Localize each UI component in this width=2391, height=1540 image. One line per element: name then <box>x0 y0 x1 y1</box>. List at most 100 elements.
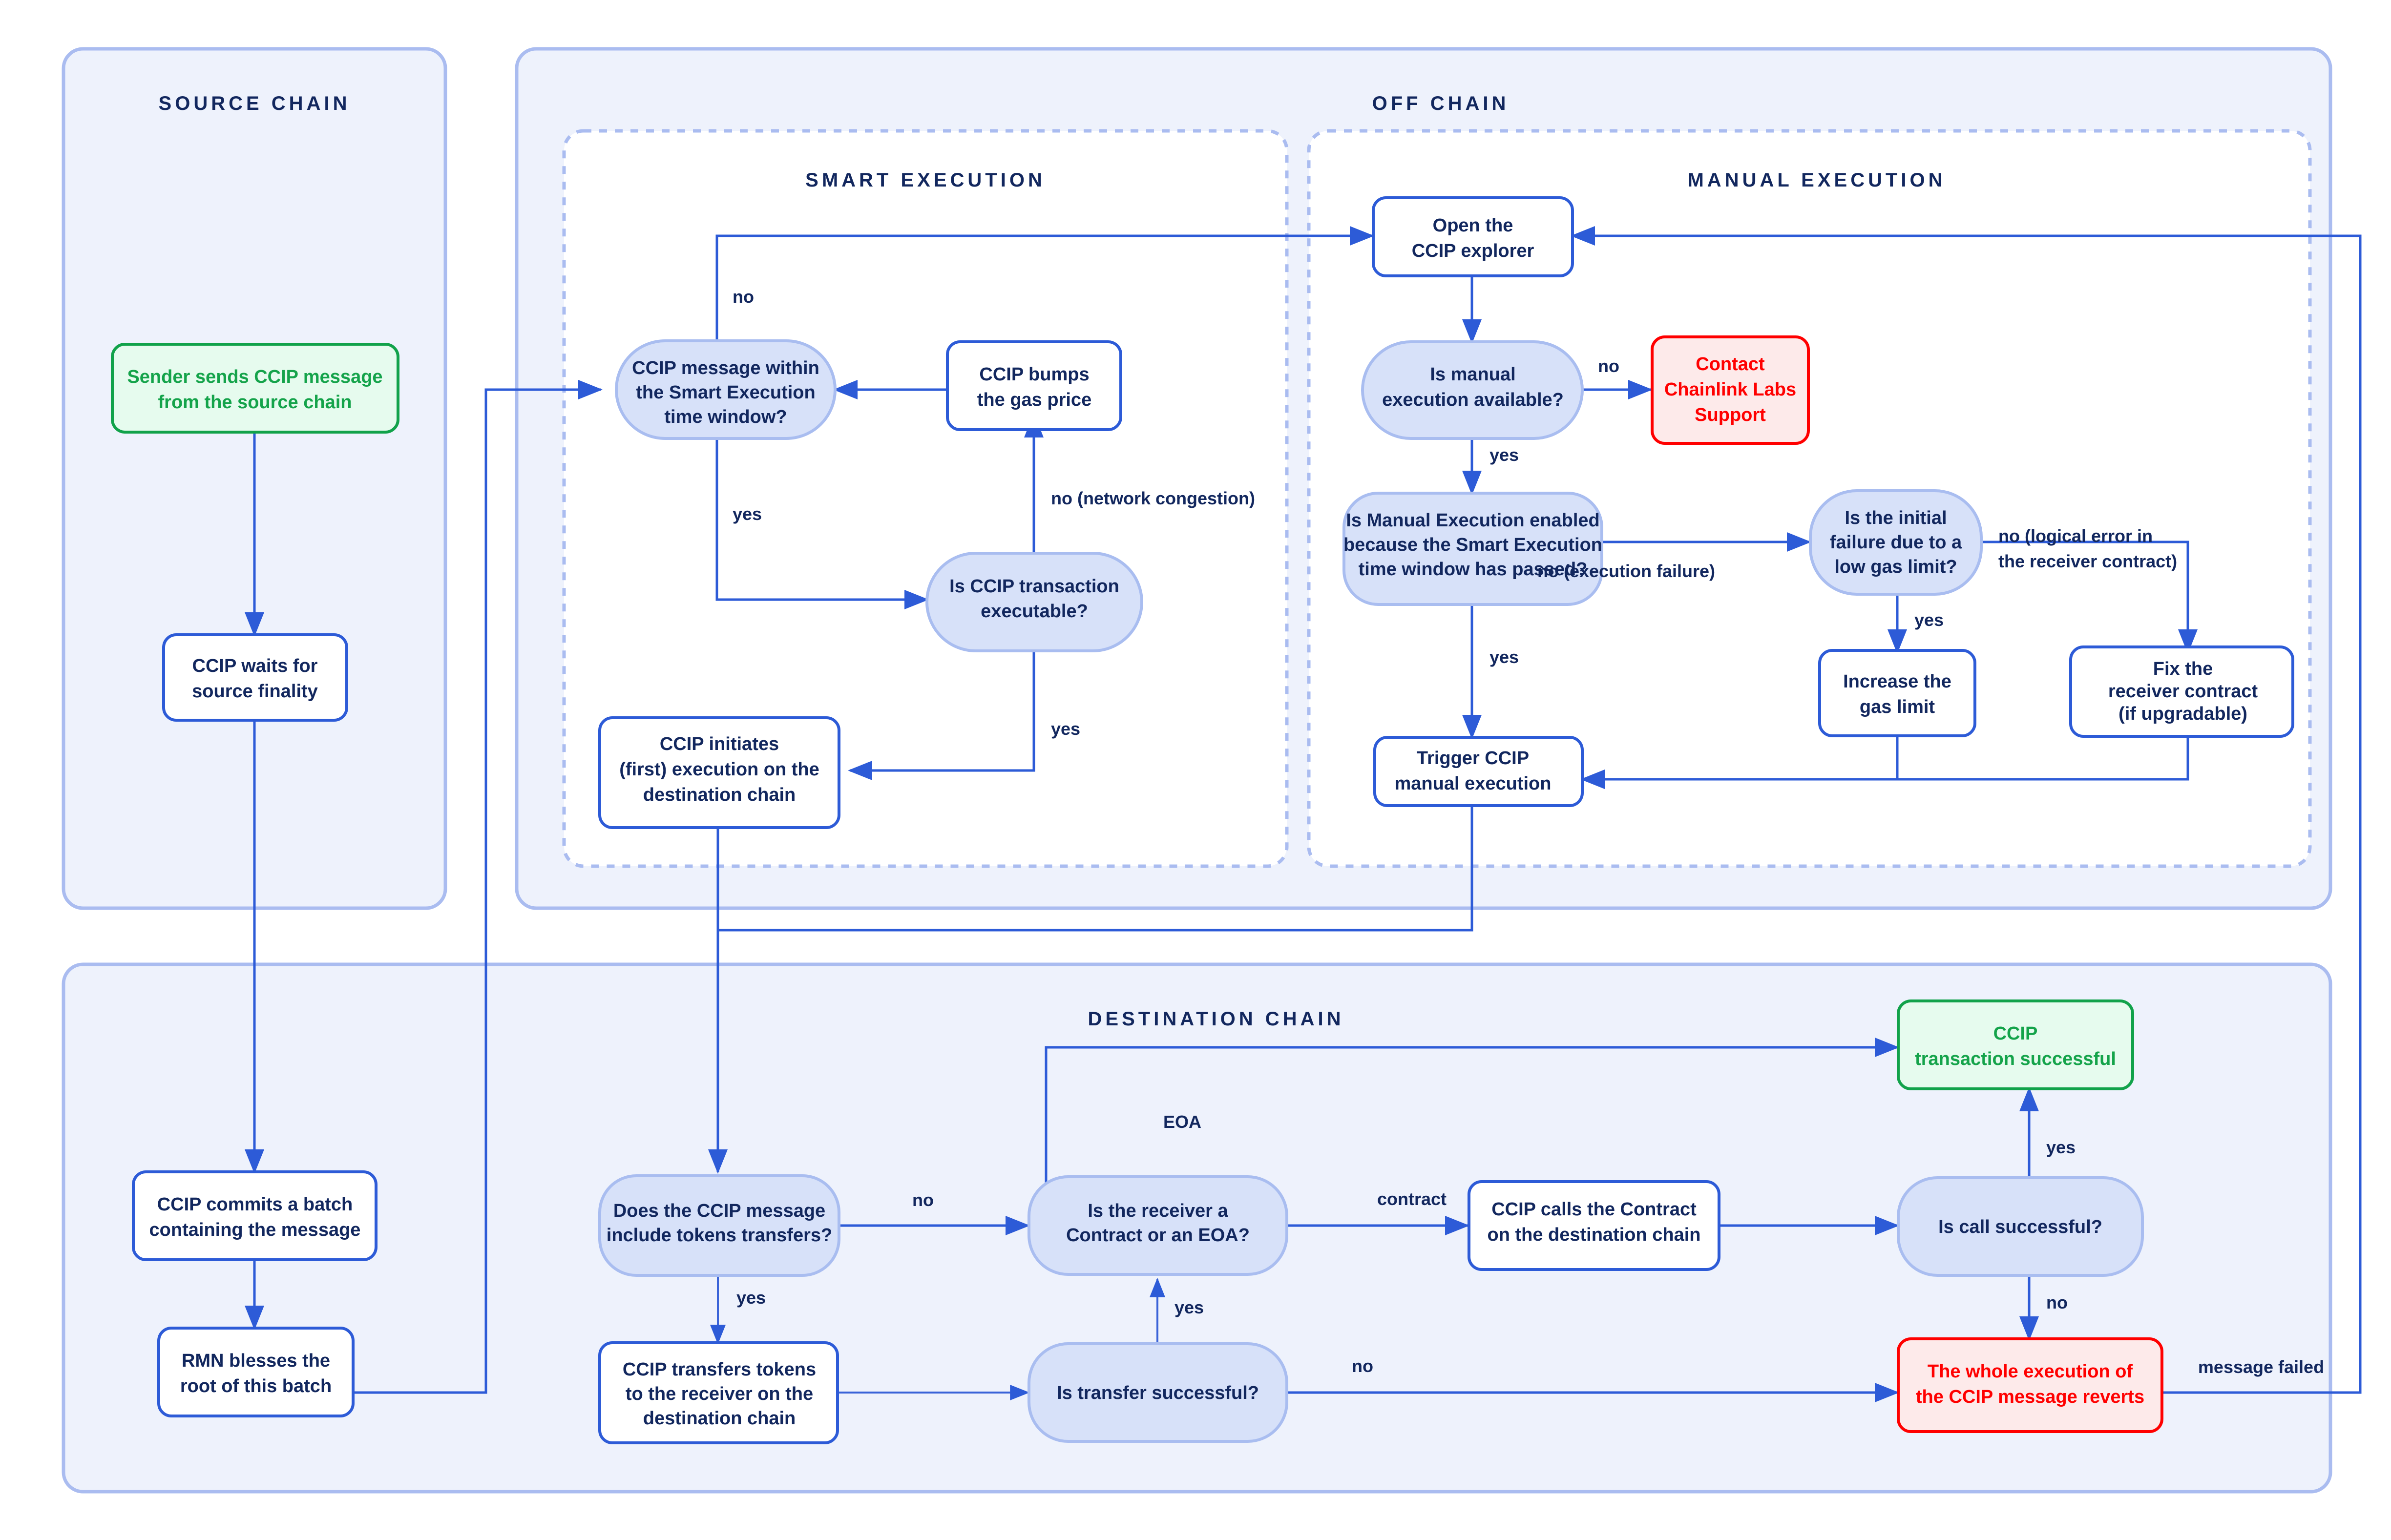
node-include-tokens[interactable]: Does the CCIP message include tokens tra… <box>598 1174 840 1277</box>
node-transfers-tokens-line-1: to the receiver on the <box>626 1384 813 1404</box>
node-within-window-line-0: CCIP message within <box>632 358 819 378</box>
node-waits-finality[interactable]: CCIP waits for source finality <box>162 633 348 722</box>
node-manual-enabled[interactable]: Is Manual Execution enabled because the … <box>1342 492 1603 606</box>
edge-label-include-tokens-no: no <box>912 1190 934 1210</box>
node-transaction-successful[interactable]: CCIP transaction successful <box>1897 999 2134 1090</box>
node-low-gas-limit-line-1: failure due to a <box>1830 532 1962 553</box>
node-increase-gas[interactable]: Increase the gas limit <box>1818 649 1976 737</box>
edge-label-manual-available-yes: yes <box>1489 445 1519 465</box>
node-trigger-manual-line-1: manual execution <box>1395 773 1552 794</box>
node-contact-support-line-2: Support <box>1695 405 1766 425</box>
node-manual-available[interactable]: Is manual execution available? <box>1361 340 1584 440</box>
node-low-gas-limit[interactable]: Is the initial failure due to a low gas … <box>1809 489 1983 596</box>
node-within-window[interactable]: CCIP message within the Smart Execution … <box>615 339 837 440</box>
edge-label-within-window-no: no <box>733 287 754 307</box>
edge-label-include-tokens-yes: yes <box>736 1288 766 1308</box>
node-manual-enabled-line-0: Is Manual Execution enabled <box>1346 510 1599 531</box>
lane-smart-execution: SMART EXECUTION <box>562 129 1289 868</box>
edge-label-transfer-successful-no: no <box>1352 1356 1373 1376</box>
connectors <box>245 226 2362 1402</box>
node-manual-available-line-0: Is manual <box>1430 364 1515 385</box>
node-low-gas-limit-line-2: low gas limit? <box>1834 557 1957 577</box>
node-tx-executable[interactable]: Is CCIP transaction executable? <box>925 552 1143 652</box>
node-open-explorer-line-0: Open the <box>1433 215 1513 236</box>
node-commits-batch-line-1: containing the message <box>149 1220 361 1240</box>
node-increase-gas-line-0: Increase the <box>1843 671 1951 692</box>
node-execution-reverts[interactable]: The whole execution of the CCIP message … <box>1897 1337 2163 1433</box>
edge-label-manual-enabled-yes: yes <box>1489 647 1519 667</box>
edge-receiver-eoa <box>1045 1038 1900 1196</box>
node-sender-sends[interactable]: Sender sends CCIP message from the sourc… <box>111 343 399 434</box>
node-open-explorer-line-1: CCIP explorer <box>1412 241 1534 261</box>
node-waits-finality-line-0: CCIP waits for <box>192 656 318 676</box>
edge-within-window-no <box>715 226 1375 342</box>
edge-label-manual-enabled-no: no (execution failure) <box>1537 561 1715 581</box>
node-include-tokens-line-1: include tokens transfers? <box>607 1225 832 1246</box>
node-contact-support-line-1: Chainlink Labs <box>1664 379 1796 400</box>
node-tx-executable-line-1: executable? <box>981 601 1088 622</box>
lane-manual-execution: MANUAL EXECUTION <box>1307 129 2312 868</box>
node-transfers-tokens-line-0: CCIP transfers tokens <box>623 1359 816 1380</box>
edge-label-low-gas-no-l2: the receiver contract) <box>1998 551 2177 571</box>
edge-label-tx-executable-yes: yes <box>1051 719 1080 739</box>
node-fix-receiver[interactable]: Fix the receiver contract (if upgradable… <box>2069 645 2294 738</box>
lane-title-smart-execution: SMART EXECUTION <box>805 169 1046 191</box>
node-rmn-blesses[interactable]: RMN blesses the root of this batch <box>157 1327 355 1417</box>
node-receiver-type-line-0: Is the receiver a <box>1088 1201 1228 1221</box>
node-calls-contract-line-1: on the destination chain <box>1487 1225 1700 1245</box>
edge-label-call-successful-yes: yes <box>2046 1137 2076 1157</box>
edge-message-failed <box>1570 226 2362 1394</box>
edge-fix-receiver-to-trigger <box>1897 734 2189 781</box>
node-execution-reverts-line-1: the CCIP message reverts <box>1916 1387 2144 1407</box>
node-execution-reverts-line-0: The whole execution of <box>1928 1361 2133 1382</box>
lane-title-destination-chain: DESTINATION CHAIN <box>1088 1008 1344 1030</box>
node-bumps-gas[interactable]: CCIP bumps the gas price <box>946 340 1122 431</box>
node-trigger-manual[interactable]: Trigger CCIP manual execution <box>1373 736 1584 807</box>
node-fix-receiver-line-2: (if upgradable) <box>2118 704 2247 724</box>
node-initiates-execution-line-1: (first) execution on the <box>619 759 819 780</box>
node-transaction-successful-line-0: CCIP <box>1993 1023 2038 1044</box>
edge-low-gas-no <box>1980 541 2198 654</box>
node-within-window-line-1: the Smart Execution <box>636 382 815 403</box>
node-contact-support-line-0: Contact <box>1696 354 1765 375</box>
node-calls-contract[interactable]: CCIP calls the Contract on the destinati… <box>1468 1180 1720 1271</box>
node-waits-finality-line-1: source finality <box>192 681 318 702</box>
node-trigger-manual-line-0: Trigger CCIP <box>1417 748 1529 769</box>
edge-tx-executable-yes <box>847 652 1035 780</box>
edge-labels: no yes no (network congestion) yes no ye… <box>733 287 2324 1377</box>
node-contact-support[interactable]: Contact Chainlink Labs Support <box>1651 335 1810 445</box>
node-commits-batch[interactable]: CCIP commits a batch containing the mess… <box>132 1170 378 1261</box>
node-transfer-successful-line-0: Is transfer successful? <box>1057 1383 1259 1403</box>
node-call-successful-line-0: Is call successful? <box>1938 1217 2102 1237</box>
node-call-successful[interactable]: Is call successful? <box>1897 1176 2144 1277</box>
node-increase-gas-line-1: gas limit <box>1860 697 1935 717</box>
node-within-window-line-2: time window? <box>664 407 787 427</box>
node-receiver-type-line-1: Contract or an EOA? <box>1066 1225 1250 1246</box>
edge-label-low-gas-yes: yes <box>1914 610 1944 630</box>
lane-title-manual-execution: MANUAL EXECUTION <box>1687 169 1946 191</box>
node-initiates-execution-line-0: CCIP initiates <box>660 734 779 754</box>
edge-within-window-yes <box>715 439 929 609</box>
node-calls-contract-line-0: CCIP calls the Contract <box>1491 1199 1697 1220</box>
node-tx-executable-line-0: Is CCIP transaction <box>949 576 1119 597</box>
node-commits-batch-line-0: CCIP commits a batch <box>157 1194 353 1215</box>
edge-label-low-gas-no-l1: no (logical error in <box>1998 526 2153 546</box>
node-transfers-tokens-line-2: destination chain <box>643 1408 796 1429</box>
lane-title-source-chain: SOURCE CHAIN <box>159 93 351 114</box>
edge-label-receiver-contract: contract <box>1377 1189 1447 1209</box>
node-transfers-tokens[interactable]: CCIP transfers tokens to the receiver on… <box>598 1341 839 1444</box>
node-transfer-successful[interactable]: Is transfer successful? <box>1028 1342 1288 1443</box>
node-initiates-execution[interactable]: CCIP initiates (first) execution on the … <box>598 716 840 829</box>
edge-label-manual-available-no: no <box>1598 356 1619 376</box>
node-rmn-blesses-line-0: RMN blesses the <box>182 1351 330 1371</box>
node-receiver-type[interactable]: Is the receiver a Contract or an EOA? <box>1028 1175 1288 1276</box>
edge-label-within-window-yes: yes <box>733 504 762 524</box>
edge-label-message-failed: message failed <box>2198 1357 2324 1377</box>
node-rmn-blesses-line-1: root of this batch <box>180 1376 332 1396</box>
edge-label-transfer-successful-yes: yes <box>1175 1297 1204 1317</box>
edge-label-receiver-eoa: EOA <box>1163 1112 1201 1132</box>
node-bumps-gas-line-1: the gas price <box>977 390 1091 410</box>
node-open-explorer[interactable]: Open the CCIP explorer <box>1372 196 1574 277</box>
edge-label-tx-executable-no: no (network congestion) <box>1051 488 1255 508</box>
